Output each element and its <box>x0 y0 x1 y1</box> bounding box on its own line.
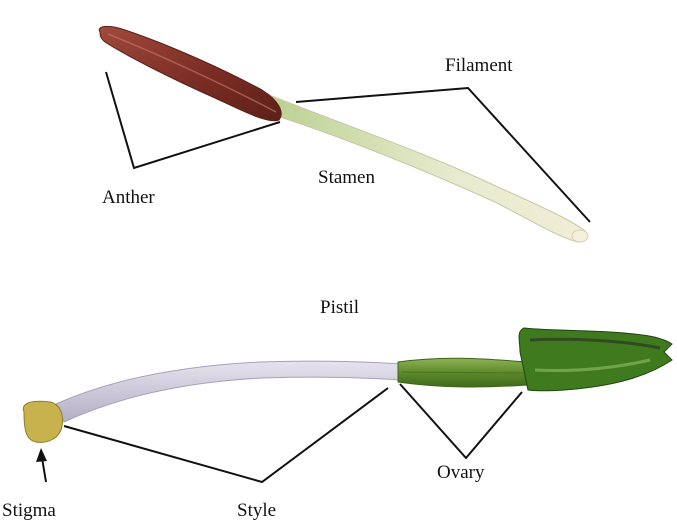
pistil-label: Pistil <box>320 297 359 318</box>
anther-shape <box>99 26 281 120</box>
style-shape <box>56 361 402 422</box>
pistil-illustration <box>23 328 672 442</box>
stigma-arrow <box>36 448 47 482</box>
anther-label: Anther <box>102 187 155 208</box>
ovary-label: Ovary <box>437 462 485 483</box>
stamen-illustration <box>99 26 588 242</box>
stamen-label: Stamen <box>318 167 375 188</box>
filament-shape <box>258 92 587 242</box>
style-label: Style <box>237 500 276 521</box>
filament-leader-line <box>296 88 590 222</box>
ovary-leader-line <box>400 384 522 458</box>
filament-label: Filament <box>445 55 513 76</box>
stigma-label: Stigma <box>2 500 56 521</box>
stigma-shape <box>23 401 62 442</box>
filament-tip <box>572 230 588 242</box>
